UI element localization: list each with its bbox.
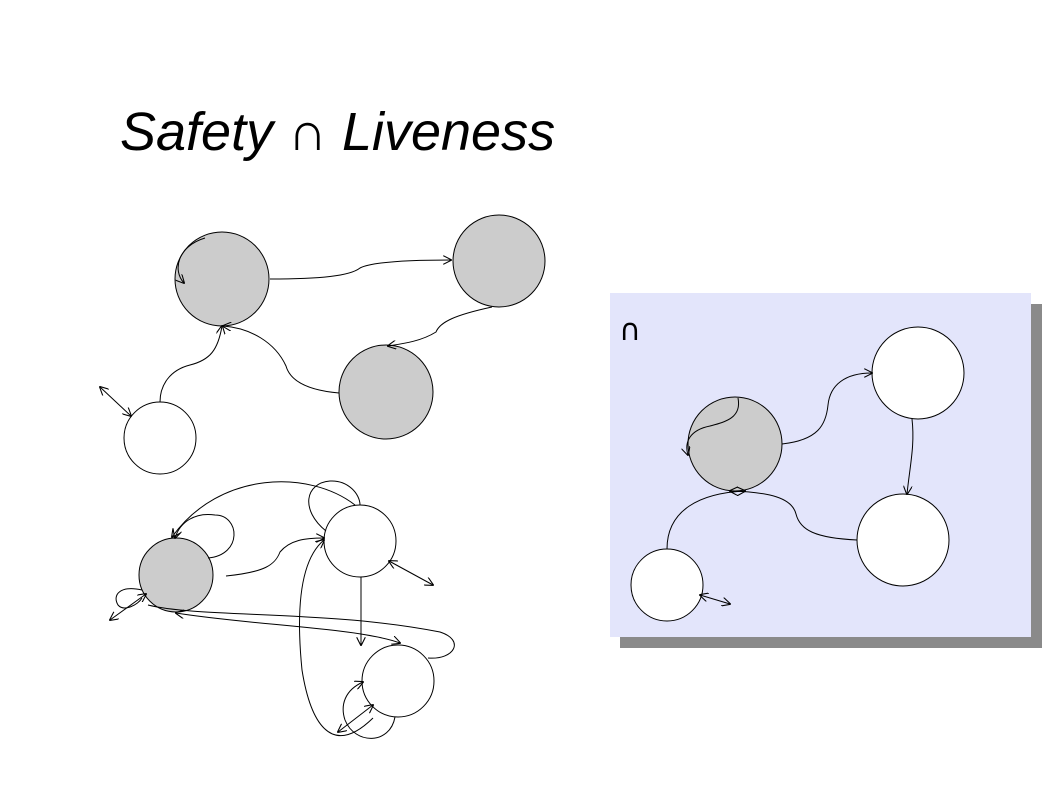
safety-automaton (100, 214, 546, 475)
safety-state-initial (123, 401, 197, 475)
safety-state-b (452, 214, 546, 308)
safety-edge-b-c (388, 306, 493, 346)
panel-intersection-symbol: ∩ (619, 313, 641, 348)
title-safety: Safety (120, 102, 274, 162)
result-state-c (856, 493, 950, 587)
result-state-b (871, 326, 965, 420)
liveness-state-b (323, 504, 397, 578)
liveness-edge-a-b (225, 538, 324, 577)
liveness-loop-a-left (115, 588, 143, 609)
liveness-edge-b-out (389, 561, 433, 585)
liveness-automaton (110, 480, 455, 739)
result-edge-b-c (907, 418, 914, 494)
liveness-state-c (361, 644, 435, 718)
result-self-loop (687, 397, 740, 455)
title-liveness: Liveness (341, 102, 556, 162)
liveness-long-arc-a-c (176, 613, 400, 643)
title-intersection-symbol: ∩ (288, 102, 327, 162)
result-state-a (687, 396, 783, 492)
liveness-arc-c-b (299, 540, 374, 737)
safety-edge-a-b (269, 260, 451, 280)
liveness-edge-a-bidirectional (110, 594, 146, 620)
result-edge-a-b (781, 373, 872, 445)
result-edge-initial-a (666, 491, 745, 550)
liveness-loop-c-right (147, 604, 455, 659)
liveness-edge-c-bidirectional (338, 705, 373, 732)
intersection-panel: ∩ (610, 293, 1042, 648)
liveness-loop-a-top (175, 513, 235, 559)
liveness-arc-b-a (172, 481, 356, 537)
safety-edge-bidirectional (100, 387, 131, 416)
slide-title: Safety ∩ Liveness (120, 100, 555, 165)
safety-state-c (338, 344, 434, 440)
safety-edge-initial-a (159, 326, 222, 403)
safety-self-loop (178, 237, 206, 283)
liveness-state-a (138, 537, 214, 613)
result-state-initial (630, 548, 704, 622)
result-edge-c-a (730, 491, 858, 541)
liveness-loop-b-top (308, 480, 361, 532)
result-edge-bidirectional (700, 595, 730, 604)
safety-edge-c-a (223, 326, 340, 394)
